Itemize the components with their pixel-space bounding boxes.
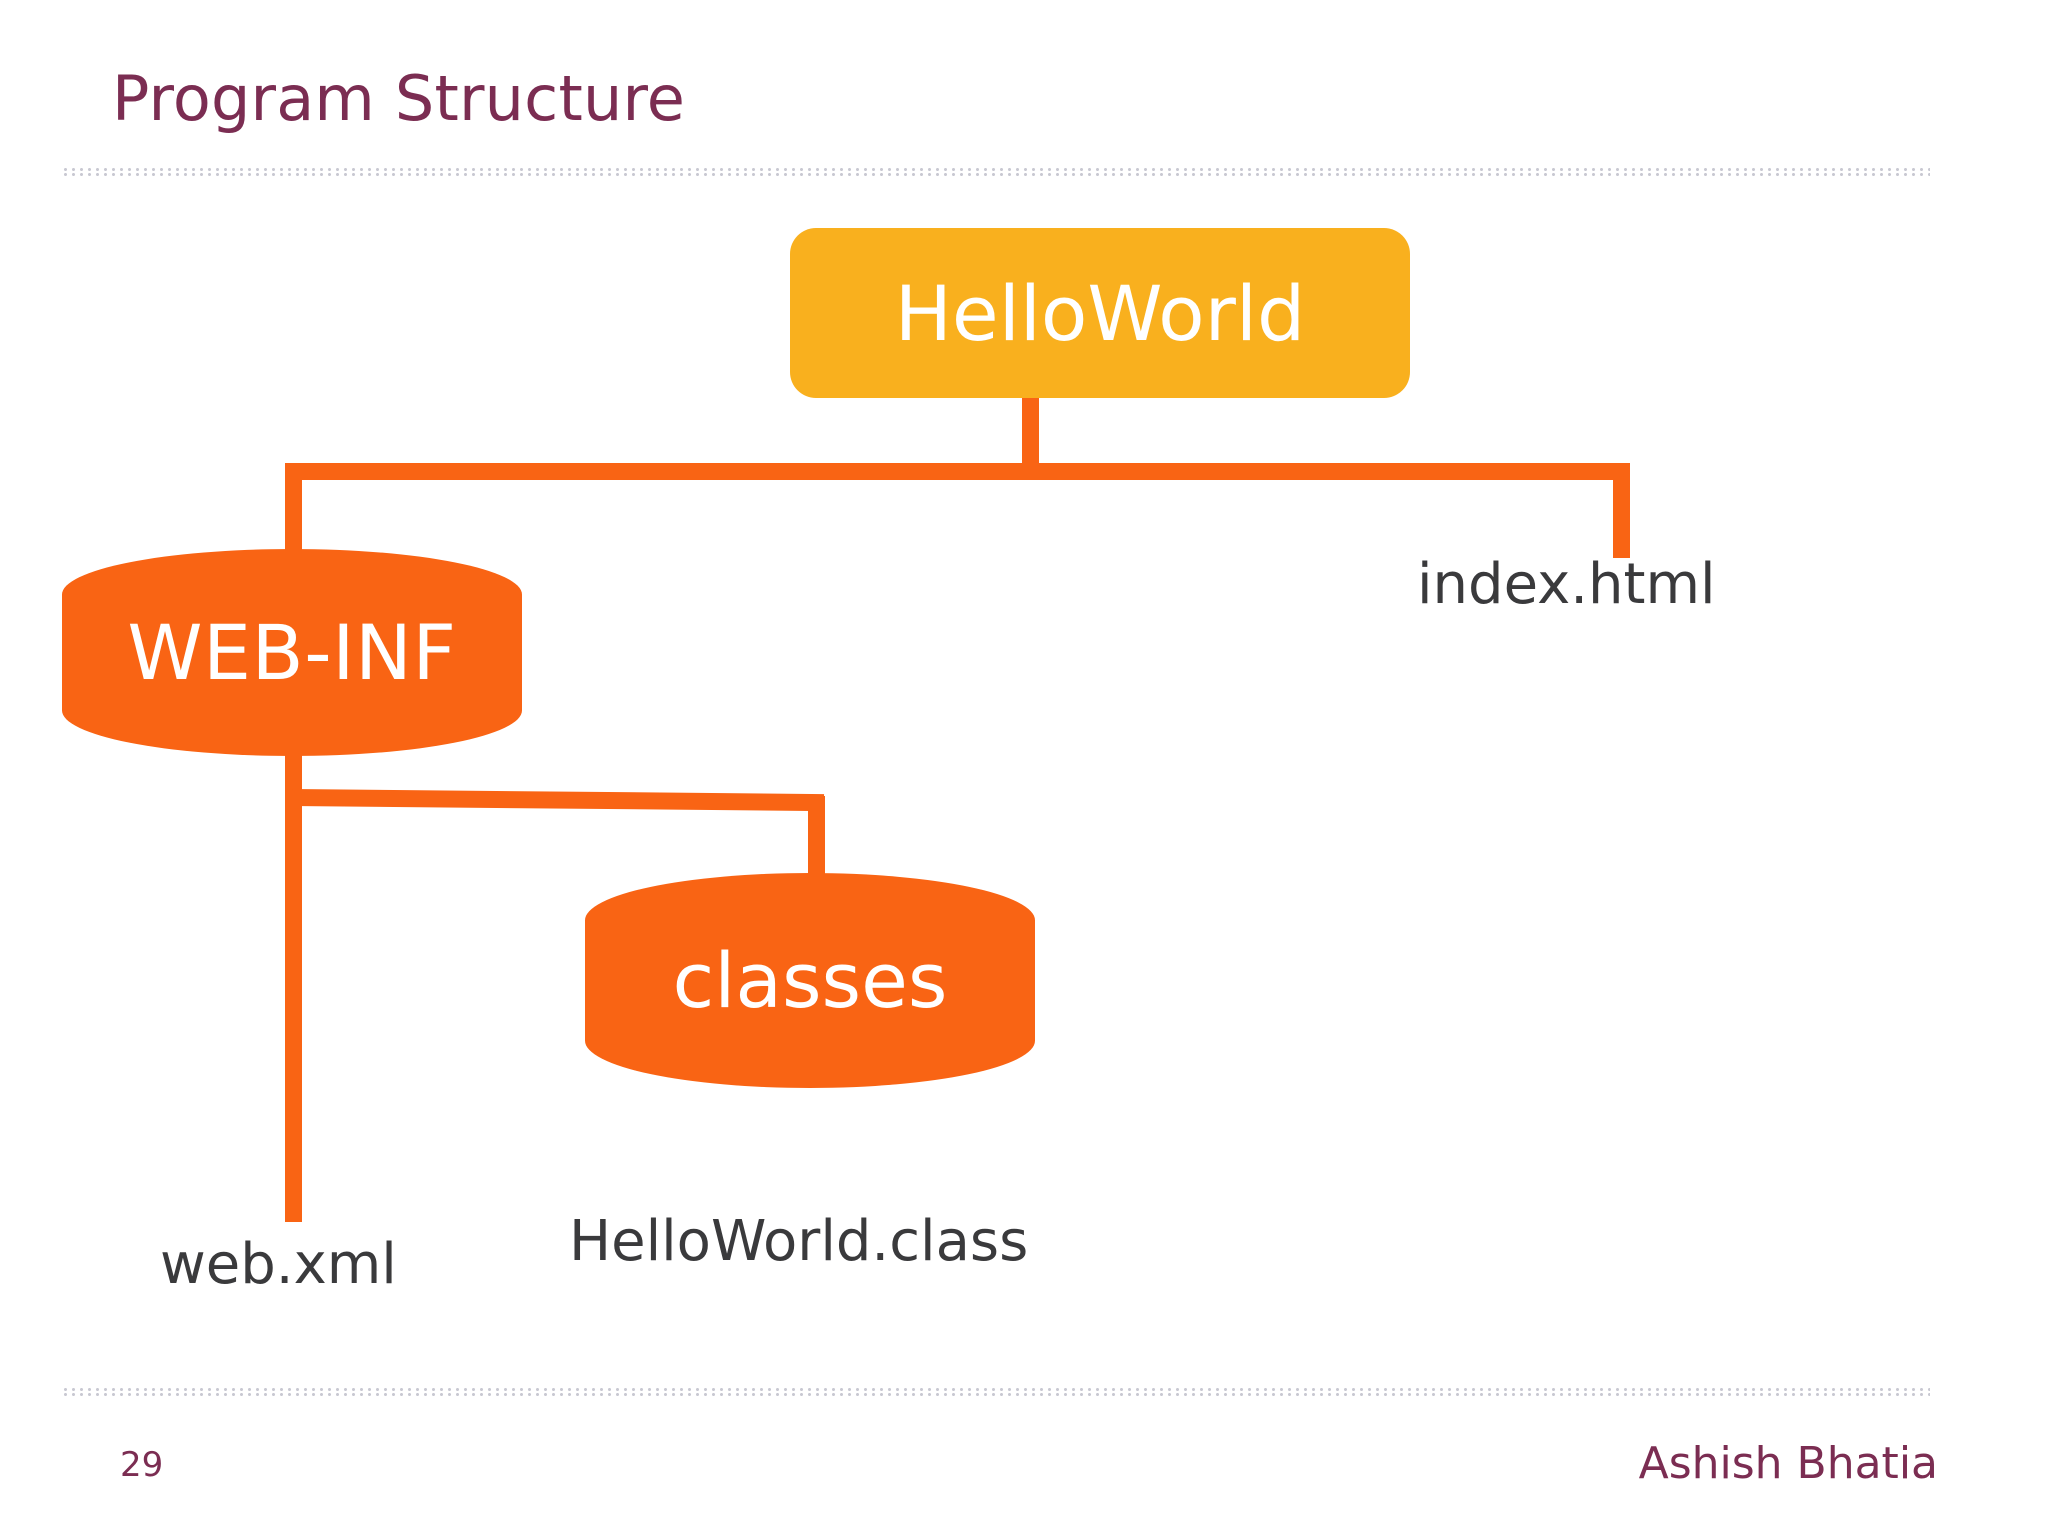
leaf-label-web-xml: web.xml	[160, 1232, 397, 1297]
connector-drop-to-classes	[808, 796, 825, 892]
connector-web-inf-horizontal-bar	[291, 789, 825, 812]
node-helloworld[interactable]: HelloWorld	[790, 228, 1410, 398]
node-classes[interactable]: classes	[585, 873, 1035, 1088]
leaf-label-helloworld-class: HelloWorld.class	[569, 1209, 1029, 1274]
author-name: Ashish Bhatia	[1638, 1438, 1938, 1489]
connector-drop-to-index-html	[1613, 470, 1630, 558]
leaf-label-index-html: index.html	[1417, 552, 1716, 617]
connector-root-horizontal-bar	[285, 463, 1630, 480]
connector-root-stem	[1022, 392, 1039, 470]
node-web-inf[interactable]: WEB-INF	[62, 549, 522, 756]
connector-drop-to-web-inf	[285, 470, 302, 562]
divider-bottom	[64, 1388, 1930, 1397]
page-title: Program Structure	[112, 62, 686, 135]
page-number: 29	[120, 1445, 164, 1485]
connector-web-inf-trunk-to-web-xml	[285, 740, 302, 1222]
divider-top	[64, 168, 1930, 177]
